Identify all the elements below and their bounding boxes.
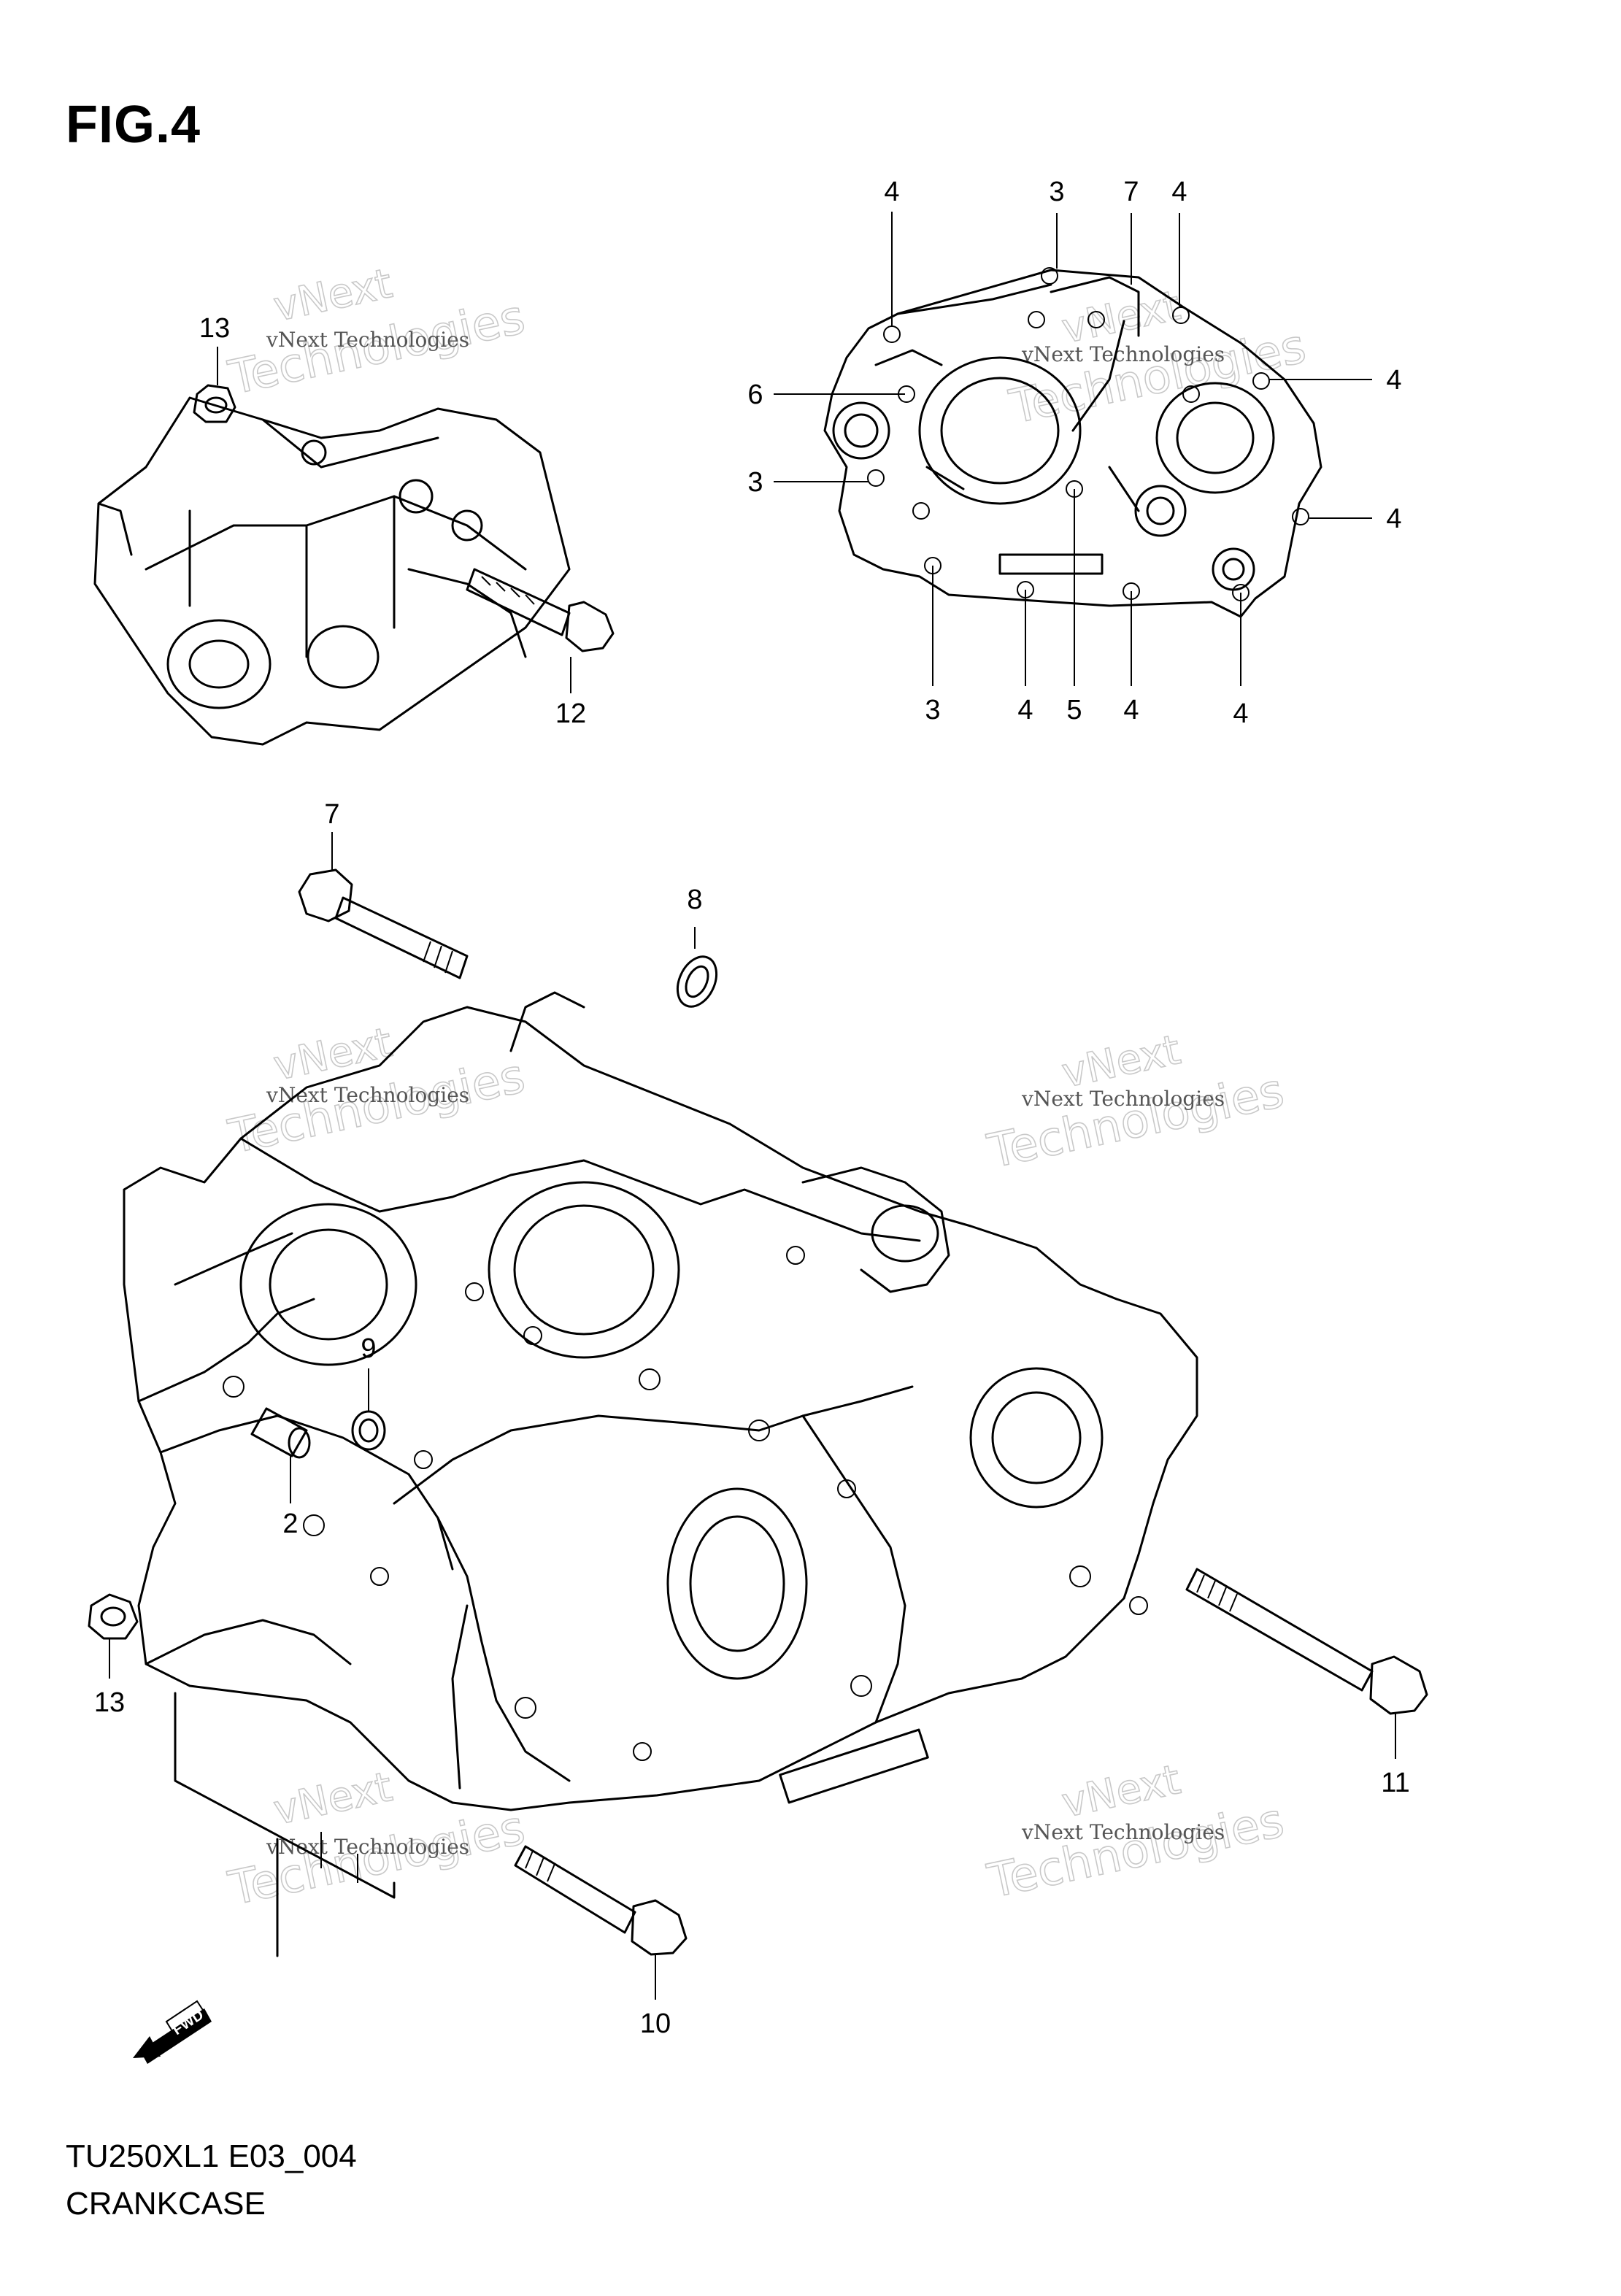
cylinder-head-assembly bbox=[93, 384, 615, 746]
leader-lines bbox=[109, 212, 1396, 2000]
watermark-caption: vNext Technologies bbox=[266, 1083, 469, 1107]
watermark-top-left: vNext Technologies vNext Technologies bbox=[223, 259, 530, 406]
watermark-brand: Technologies bbox=[1005, 320, 1311, 435]
section-name: CRANKCASE bbox=[66, 2186, 266, 2222]
watermark-mid-left: vNext Technologies vNext Technologies bbox=[223, 1018, 530, 1165]
forward-direction-arrow: FWD bbox=[133, 2000, 212, 2064]
watermark-top-right: vNext Technologies vNext Technologies bbox=[1004, 281, 1311, 435]
callout-label: 4 bbox=[1123, 695, 1139, 725]
callout-label: 4 bbox=[1386, 504, 1401, 534]
watermark-brand: vNext bbox=[269, 1763, 396, 1835]
diagram-code: TU250XL1 E03_004 bbox=[66, 2138, 357, 2174]
callout-label: 4 bbox=[1386, 365, 1401, 396]
callout-label: 3 bbox=[925, 695, 940, 725]
callout-label: 7 bbox=[1123, 177, 1139, 207]
figure-title: FIG.4 bbox=[66, 96, 201, 154]
callout-label: 13 bbox=[199, 313, 230, 344]
watermark-mid-right: vNext Technologies vNext Technologies bbox=[982, 1025, 1289, 1179]
watermark-caption: vNext Technologies bbox=[1021, 1820, 1225, 1844]
callout-label: 4 bbox=[1017, 695, 1033, 725]
callout-label: 4 bbox=[1171, 177, 1187, 207]
crankcase-main-assembly bbox=[88, 868, 1428, 1957]
watermark-caption: vNext Technologies bbox=[266, 328, 469, 352]
callout-label: 11 bbox=[1381, 1768, 1409, 1798]
callout-label: 8 bbox=[687, 885, 702, 915]
watermark-caption: vNext Technologies bbox=[1021, 1087, 1225, 1111]
watermark-caption: vNext Technologies bbox=[1021, 342, 1225, 366]
callout-label: 3 bbox=[1049, 177, 1064, 207]
callout-label: 10 bbox=[640, 2008, 671, 2039]
callout-label: 5 bbox=[1066, 695, 1082, 725]
callout-label: 2 bbox=[282, 1509, 298, 1539]
callout-label: 9 bbox=[361, 1333, 376, 1364]
watermark-brand: vNext bbox=[1058, 1756, 1185, 1827]
callout-label: 4 bbox=[1233, 698, 1248, 729]
callout-label: 13 bbox=[94, 1687, 125, 1718]
callout-label: 4 bbox=[884, 177, 899, 207]
watermark-caption: vNext Technologies bbox=[266, 1835, 469, 1859]
callout-label: 7 bbox=[324, 799, 339, 830]
watermark-bottom-left: vNext Technologies vNext Technologies bbox=[223, 1763, 530, 1916]
callout-label: 12 bbox=[555, 698, 586, 729]
callout-label: 3 bbox=[747, 467, 763, 498]
callout-label: 6 bbox=[747, 380, 763, 410]
watermark-bottom-right: vNext Technologies vNext Technologies bbox=[982, 1755, 1289, 1909]
callout-labels: 4 3 7 4 6 4 3 4 3 4 5 4 4 13 12 7 8 9 2 … bbox=[94, 177, 1410, 2039]
